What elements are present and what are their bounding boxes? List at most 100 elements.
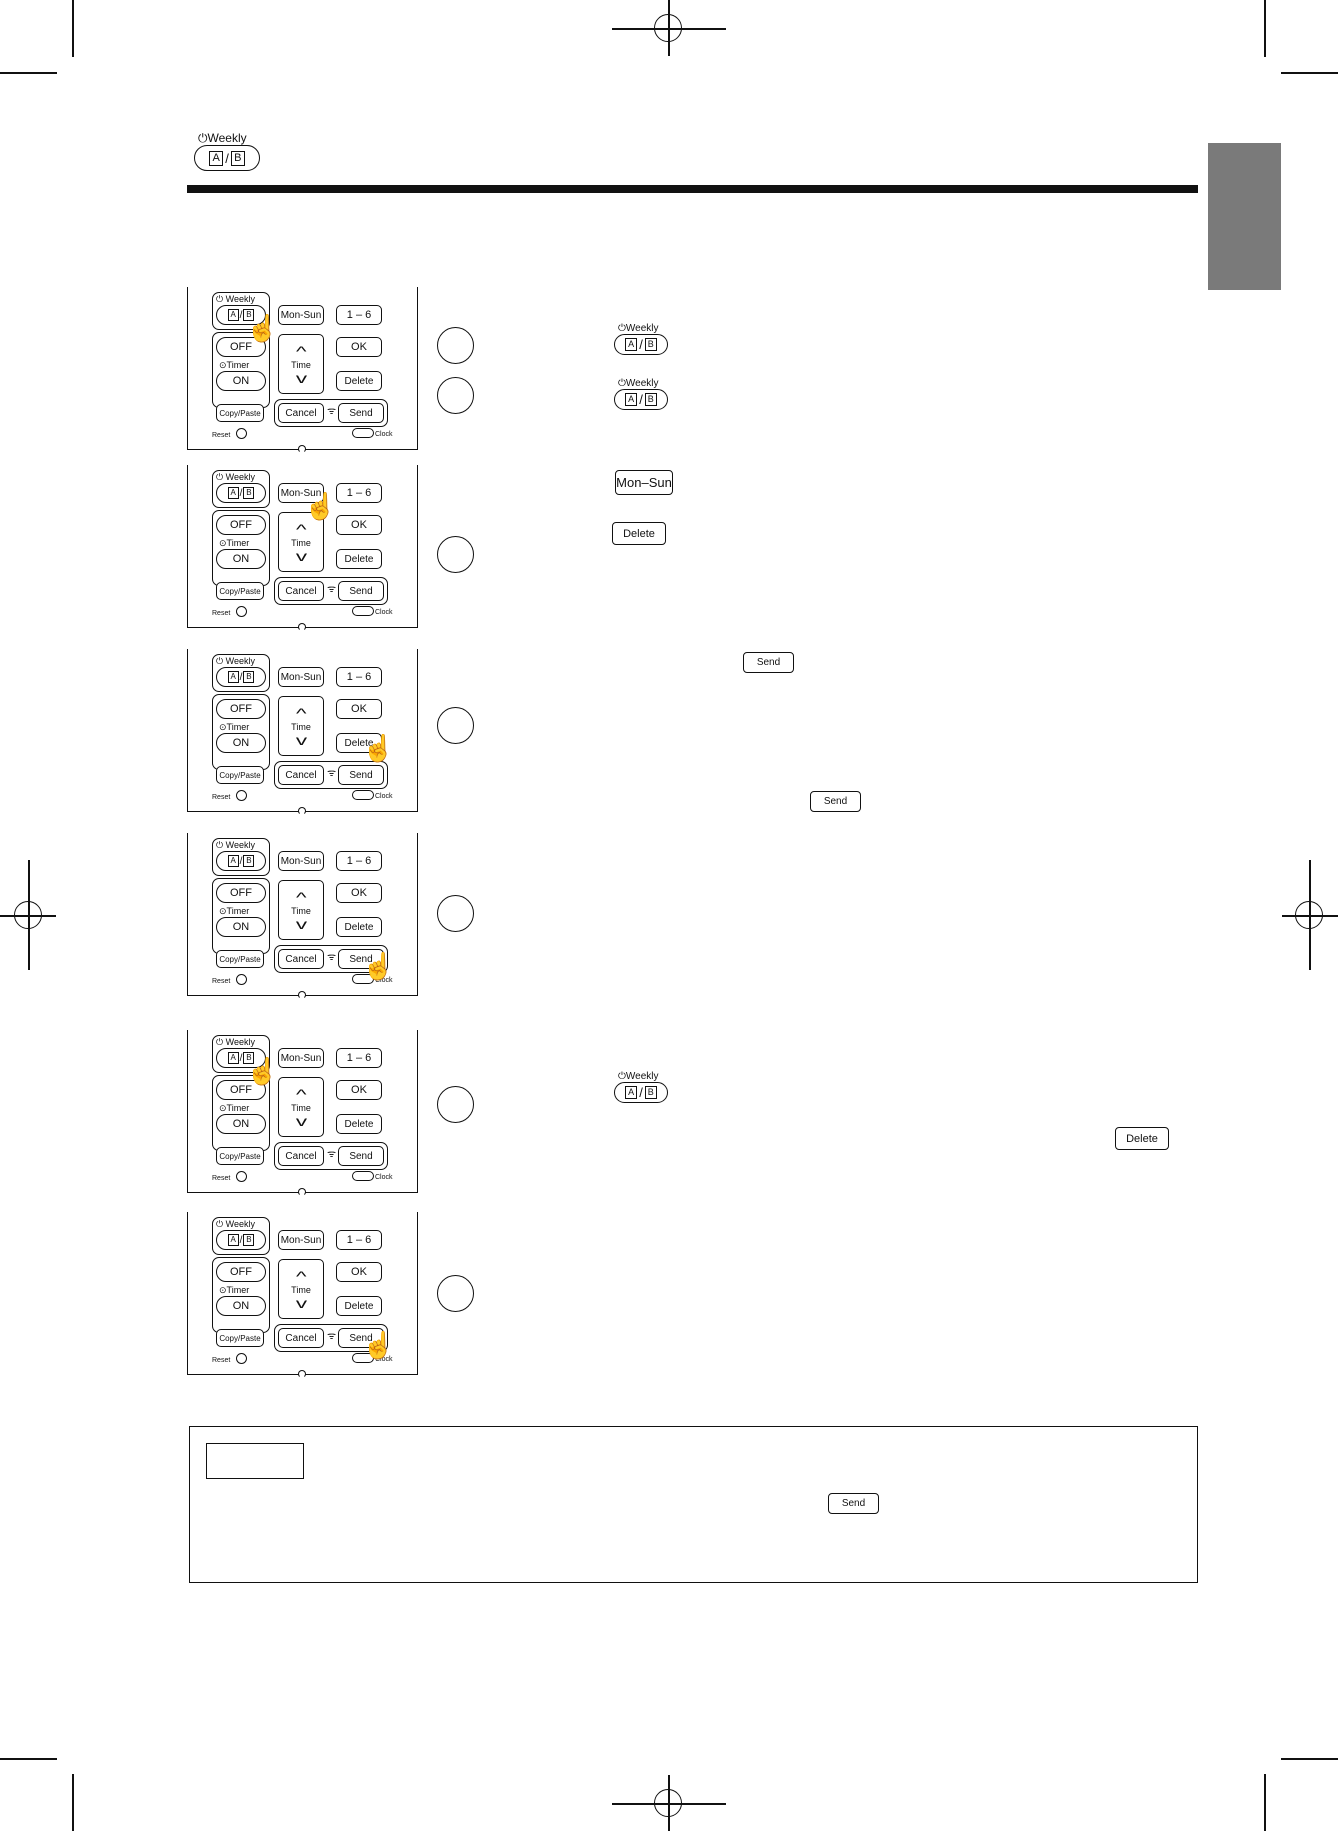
mon-sun-button[interactable]: Mon-Sun bbox=[278, 1048, 324, 1068]
crop-mark bbox=[0, 1758, 57, 1760]
on-timer-button[interactable]: ON bbox=[216, 1114, 266, 1134]
reset-button[interactable] bbox=[236, 428, 247, 439]
one-six-button[interactable]: 1 – 6 bbox=[336, 667, 382, 687]
time-rocker-button[interactable]: ^ Time v bbox=[278, 1259, 324, 1319]
timer-label: ⊙Timer bbox=[219, 538, 250, 548]
mon-sun-button[interactable]: Mon-Sun bbox=[278, 851, 324, 871]
step-circle bbox=[437, 707, 474, 744]
cancel-button[interactable]: Cancel bbox=[278, 581, 324, 601]
copy-paste-button[interactable]: Copy/Paste bbox=[216, 1147, 264, 1165]
ok-button[interactable]: OK bbox=[336, 1262, 382, 1282]
delete-button[interactable]: Delete bbox=[336, 733, 382, 753]
registration-line bbox=[668, 0, 670, 56]
copy-paste-button[interactable]: Copy/Paste bbox=[216, 404, 264, 422]
ok-button[interactable]: OK bbox=[336, 699, 382, 719]
one-six-button[interactable]: 1 – 6 bbox=[336, 851, 382, 871]
cancel-button[interactable]: Cancel bbox=[278, 1146, 324, 1166]
off-timer-button[interactable]: OFF bbox=[216, 337, 266, 357]
cancel-button[interactable]: Cancel bbox=[278, 1328, 324, 1348]
time-rocker-button[interactable]: ^ Time v bbox=[278, 696, 324, 756]
time-label: Time bbox=[291, 722, 311, 732]
one-six-button[interactable]: 1 – 6 bbox=[336, 483, 382, 503]
send-button[interactable]: Send bbox=[338, 765, 384, 785]
remote-notch bbox=[298, 991, 306, 999]
time-rocker-button[interactable]: ^ Time v bbox=[278, 880, 324, 940]
off-timer-button[interactable]: OFF bbox=[216, 515, 266, 535]
reset-button[interactable] bbox=[236, 1353, 247, 1364]
weekly-group bbox=[212, 838, 270, 876]
letter-a: A bbox=[227, 855, 239, 867]
on-timer-button[interactable]: ON bbox=[216, 1296, 266, 1316]
delete-button[interactable]: Delete bbox=[336, 1114, 382, 1134]
off-timer-button[interactable]: OFF bbox=[216, 1080, 266, 1100]
copy-paste-button[interactable]: Copy/Paste bbox=[216, 582, 264, 600]
ok-button[interactable]: OK bbox=[336, 1080, 382, 1100]
time-rocker-button[interactable]: ^ Time v bbox=[278, 1077, 324, 1137]
delete-button[interactable]: Delete bbox=[336, 1296, 382, 1316]
copy-paste-button[interactable]: Copy/Paste bbox=[216, 950, 264, 968]
reset-button[interactable] bbox=[236, 1171, 247, 1182]
letter-a: A bbox=[227, 671, 239, 683]
step-circle bbox=[437, 327, 474, 364]
cancel-button[interactable]: Cancel bbox=[278, 403, 324, 423]
weekly-ab-button[interactable]: A/B bbox=[216, 1230, 266, 1250]
on-timer-button[interactable]: ON bbox=[216, 371, 266, 391]
mon-sun-button[interactable]: Mon-Sun bbox=[278, 667, 324, 687]
delete-button[interactable]: Delete bbox=[336, 917, 382, 937]
copy-paste-button[interactable]: Copy/Paste bbox=[216, 1329, 264, 1347]
letter-b: B bbox=[243, 1234, 255, 1246]
weekly-ab-button[interactable]: A/B bbox=[216, 483, 266, 503]
reset-button[interactable] bbox=[236, 606, 247, 617]
send-button[interactable]: Send bbox=[338, 1328, 384, 1348]
weekly-ab-button[interactable]: A/B bbox=[216, 305, 266, 325]
clock-button[interactable] bbox=[352, 790, 374, 800]
weekly-ab-button[interactable]: A/B bbox=[216, 1048, 266, 1068]
time-label: Time bbox=[291, 360, 311, 370]
mon-sun-button[interactable]: Mon-Sun bbox=[278, 1230, 324, 1250]
one-six-button[interactable]: 1 – 6 bbox=[336, 1048, 382, 1068]
time-rocker-button[interactable]: ^ Time v bbox=[278, 512, 324, 572]
ok-button[interactable]: OK bbox=[336, 515, 382, 535]
slash: / bbox=[239, 855, 243, 867]
clock-button[interactable] bbox=[352, 1353, 374, 1363]
on-timer-button[interactable]: ON bbox=[216, 917, 266, 937]
clock-button[interactable] bbox=[352, 428, 374, 438]
slash: / bbox=[239, 487, 243, 499]
send-button[interactable]: Send bbox=[338, 581, 384, 601]
on-timer-button[interactable]: ON bbox=[216, 549, 266, 569]
weekly-label: ⏻ Weekly bbox=[216, 1037, 255, 1047]
off-timer-button[interactable]: OFF bbox=[216, 883, 266, 903]
registration-line bbox=[668, 1775, 670, 1831]
time-rocker-button[interactable]: ^ Time v bbox=[278, 334, 324, 394]
delete-button[interactable]: Delete bbox=[336, 371, 382, 391]
one-six-button[interactable]: 1 – 6 bbox=[336, 1230, 382, 1250]
clock-button[interactable] bbox=[352, 1171, 374, 1181]
reset-button[interactable] bbox=[236, 974, 247, 985]
letter-a: A bbox=[625, 393, 638, 406]
delete-button[interactable]: Delete bbox=[336, 549, 382, 569]
slash: / bbox=[639, 337, 643, 352]
weekly-ab-button[interactable]: A/B bbox=[216, 851, 266, 871]
note-label-box bbox=[206, 1443, 304, 1479]
clock-icon: ⏻ bbox=[216, 840, 224, 850]
send-button[interactable]: Send bbox=[338, 1146, 384, 1166]
cancel-button[interactable]: Cancel bbox=[278, 949, 324, 969]
one-six-button[interactable]: 1 – 6 bbox=[336, 305, 382, 325]
mon-sun-button[interactable]: Mon-Sun bbox=[278, 483, 324, 503]
copy-paste-button[interactable]: Copy/Paste bbox=[216, 766, 264, 784]
ok-button[interactable]: OK bbox=[336, 337, 382, 357]
weekly-label: ⏻ Weekly bbox=[216, 472, 255, 482]
off-timer-button[interactable]: OFF bbox=[216, 1262, 266, 1282]
on-timer-button[interactable]: ON bbox=[216, 733, 266, 753]
ok-button[interactable]: OK bbox=[336, 883, 382, 903]
clock-button[interactable] bbox=[352, 606, 374, 616]
off-timer-button[interactable]: OFF bbox=[216, 699, 266, 719]
send-button[interactable]: Send bbox=[338, 949, 384, 969]
reset-button[interactable] bbox=[236, 790, 247, 801]
clock-button[interactable] bbox=[352, 974, 374, 984]
cancel-button[interactable]: Cancel bbox=[278, 765, 324, 785]
weekly-ab-button[interactable]: A/B bbox=[216, 667, 266, 687]
send-button[interactable]: Send bbox=[338, 403, 384, 423]
mon-sun-button[interactable]: Mon-Sun bbox=[278, 305, 324, 325]
timer-icon: ⊙ bbox=[219, 538, 227, 548]
